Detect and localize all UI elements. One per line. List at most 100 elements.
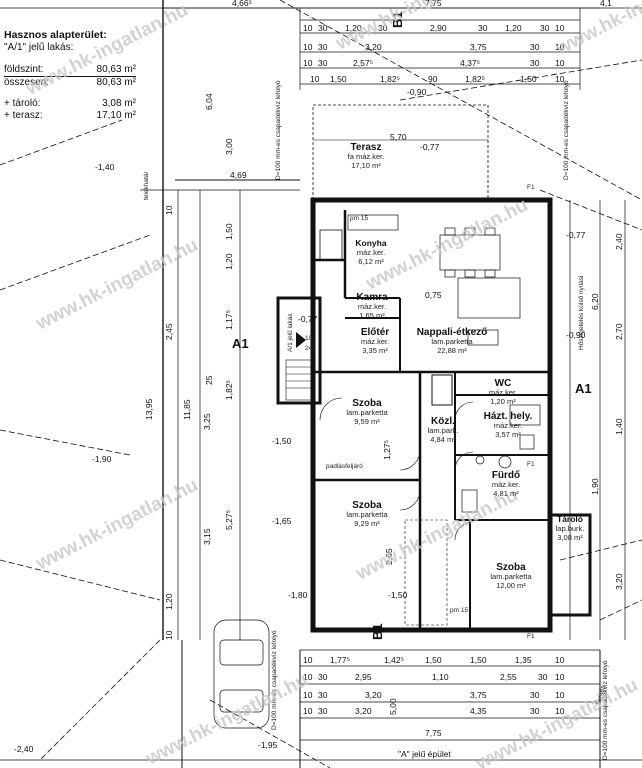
level: -0,77 (298, 314, 318, 324)
summary-value: 3,08 m² (102, 98, 136, 109)
telekhatar-label: telekhatár (143, 171, 150, 200)
dim: 1,77⁵ (330, 655, 350, 665)
dim: 3,00 (224, 138, 234, 155)
room-floor: lam.parketta (346, 408, 388, 417)
room-name: Terasz (350, 142, 382, 153)
hoszigeteles-label: Hőszigetelés külső nyílási (578, 276, 585, 350)
dim: 1,82⁵ (465, 74, 485, 84)
dim: 10 (303, 690, 313, 700)
right-dimensions (569, 200, 626, 640)
dim: 3,25 (202, 413, 212, 430)
watermark-7: www.hk-ingatlan.hu (552, 0, 642, 60)
levels: -0,90 -0,77 -1,40 -0,77 -1,50 -1,65 -1,9… (14, 87, 586, 754)
level: -1,80 (288, 590, 308, 600)
dim: 1,20 (505, 23, 522, 33)
door-240: 240 (305, 345, 316, 352)
dim: 6,20 (590, 293, 600, 310)
dim: 30 (530, 706, 540, 716)
dim: 90 (428, 74, 438, 84)
furniture (347, 214, 541, 513)
watermark-8: www.hk-ingatlan.hu (142, 670, 312, 768)
room-floor: fa máz.ker. (347, 152, 385, 161)
csapadek-right: D=100 mm-es csapadékvíz lefolyó (563, 80, 570, 180)
dim: 5,27⁵ (224, 510, 234, 530)
dim: 1,82⁵ (224, 380, 234, 400)
room-name: Közl. (431, 416, 455, 427)
summary-value: 80,63 m² (96, 64, 136, 75)
room-nappali: Nappali-étkező lam.parketta 22,88 m² (404, 327, 500, 355)
dim: 2,40 (614, 233, 624, 250)
bottom-dimension-texts: 10 1,77⁵ 1,42⁵ 1,50 1,50 1,35 10 10 30 2… (303, 655, 565, 738)
room-name: Konyha (355, 238, 387, 248)
section-a-right: A1 (575, 381, 592, 396)
dim: 1,20 (164, 593, 174, 610)
level: -1,65 (272, 516, 292, 526)
dim: 1,40 (614, 418, 624, 435)
f1-bottom: F1 (527, 633, 535, 640)
room-name: Házt. hely. (483, 411, 533, 422)
dim: 10 (303, 58, 313, 68)
level: -0,90 (407, 87, 427, 97)
bottom-dimensions (300, 649, 600, 741)
dim: 10 (555, 672, 565, 682)
section-b-top: B1 (390, 11, 405, 28)
room-name: Kamra (356, 292, 388, 303)
lakas-entry-label: A/1 jelű lakás (287, 313, 294, 352)
area-summary: Hasznos alapterület: "A/1" jelű lakás: f… (4, 29, 136, 121)
room-szoba-2: Szoba lam.parketta 9,29 m² (332, 500, 402, 528)
padlas-label: padlásfeljáró (326, 463, 363, 470)
watermark-9: www.hk-ingatlan.hu (472, 675, 642, 768)
dim: 10 (164, 205, 174, 215)
dim: 10 (555, 690, 565, 700)
room-floor: lap.burk. (555, 524, 585, 533)
walls (276, 197, 592, 633)
dim: 3,75 (470, 690, 487, 700)
room-name: Szoba (496, 562, 526, 573)
level: -2,40 (14, 744, 34, 754)
level: -1,50 (272, 436, 292, 446)
room-area: 6,12 m² (358, 256, 384, 266)
room-area: 17,10 m² (351, 160, 381, 170)
car-outline (213, 619, 270, 729)
dim: 1,50 (425, 655, 442, 665)
door-100: 100 (305, 335, 316, 342)
summary-row-foldszint: földszint: 80,63 m² (4, 64, 136, 77)
room-area: 9,59 m² (354, 416, 380, 426)
level: -1,50 (388, 590, 408, 600)
room-floor: máz.ker. (488, 388, 518, 397)
dim: 2,55 (500, 672, 517, 682)
summary-label: földszint: (4, 64, 44, 75)
room-area: 4,81 m² (493, 488, 519, 498)
level: -0,90 (566, 330, 586, 340)
room-konyha: Konyha máz.ker. 6,12 m² (343, 238, 399, 266)
dim-left-1185: 11,85 (182, 399, 192, 420)
dim: 30 (530, 58, 540, 68)
dim: 2,70 (614, 323, 624, 340)
section-b-bottom: B1 (370, 623, 385, 640)
dim: 30 (318, 42, 328, 52)
room-floor: lam.parketta (431, 337, 473, 346)
dim: 1,50 (470, 655, 487, 665)
dim-left-total: 13,95 (144, 398, 154, 420)
room-name: Nappali-étkező (416, 327, 488, 338)
dim: 1,20 (224, 253, 234, 270)
dim: 10 (303, 42, 313, 52)
room-name: Tároló (557, 514, 583, 524)
dim: 4,37⁵ (460, 58, 480, 68)
room-szoba-3: Szoba lam.parketta 12,00 m² (476, 562, 546, 590)
room-floor: máz.ker. (356, 248, 386, 257)
dim: 3,20 (365, 690, 382, 700)
building-label: "A" jelű épület (398, 749, 451, 759)
room-area: 1,65 m² (359, 310, 385, 320)
dim: 30 (538, 672, 548, 682)
dim: 10 (310, 74, 320, 84)
room-name: Előtér (360, 327, 390, 338)
dim: 10 (555, 42, 565, 52)
room-area: 3,08 m² (557, 532, 583, 542)
left-dimension-texts: 13,95 11,85 2,45 3,25 5,27⁵ 3,15 10 1,50… (144, 93, 442, 640)
dim: 30 (530, 42, 540, 52)
room-haztartasi: Házt. hely. máz.ker. 3,57 m² (476, 411, 540, 439)
level: -1,40 (95, 162, 115, 172)
room-tarolo: Tároló lap.burk. 3,08 m² (547, 514, 593, 542)
room-floor: máz.ker. (491, 480, 521, 489)
